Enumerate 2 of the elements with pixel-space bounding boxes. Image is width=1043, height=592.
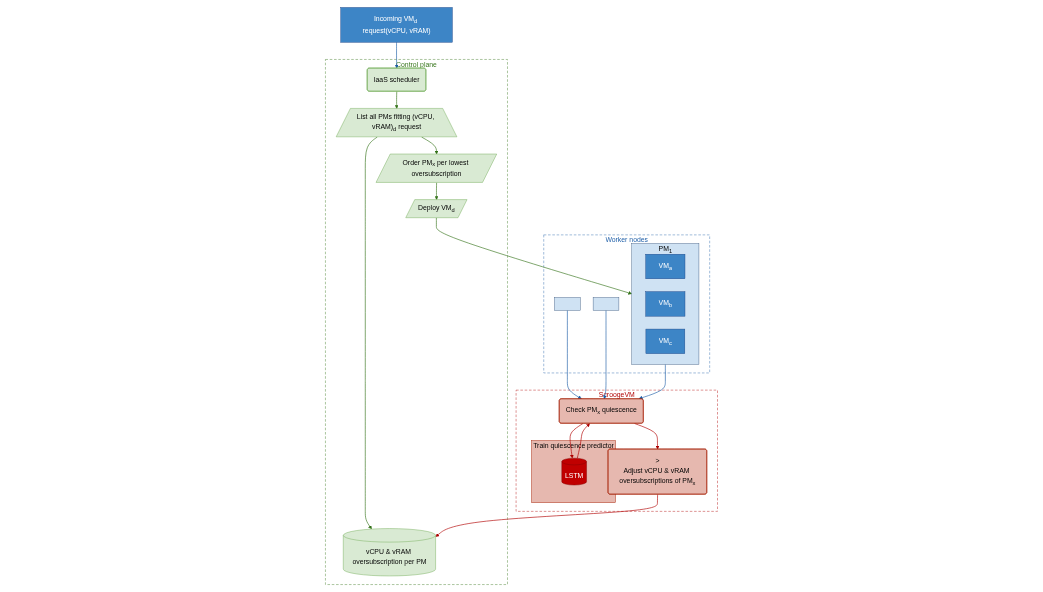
node-box [592, 297, 620, 311]
node-box [554, 297, 581, 311]
